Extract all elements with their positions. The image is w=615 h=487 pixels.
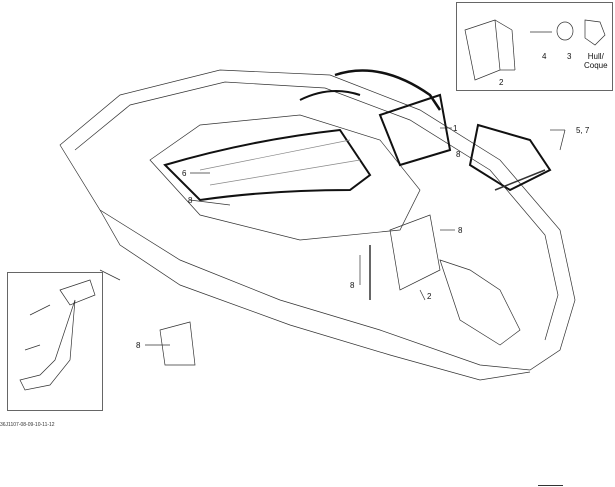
callout-3: 3 [567,52,572,61]
callout-2: 2 [499,78,504,87]
callout-8: 8 [188,196,193,205]
filler-part [159,321,196,366]
cover-part [468,123,552,192]
callout-8: 8 [136,341,141,350]
callout-4: 4 [542,52,547,61]
hull-outline [59,69,576,371]
callout-8: 8 [456,150,461,159]
callout-8: 8 [350,281,355,290]
callout-6: 6 [182,169,187,178]
door-panel [389,214,441,291]
windshield-lower [163,128,372,202]
handle-part [59,279,96,306]
callout-1: 1 [453,124,458,133]
callout-5-7: 5, 7 [576,126,590,135]
callout-8: 8 [458,226,463,235]
callout-2: 2 [427,292,432,301]
hull-label: Hull/ Coque [584,52,608,70]
inset-box-bottom [7,272,103,411]
scale-bar [538,485,563,486]
inset-box-top [456,2,613,91]
drawing-code: 36J1107-08-09-10-11-12 [0,422,55,428]
windshield-upper [378,93,452,167]
